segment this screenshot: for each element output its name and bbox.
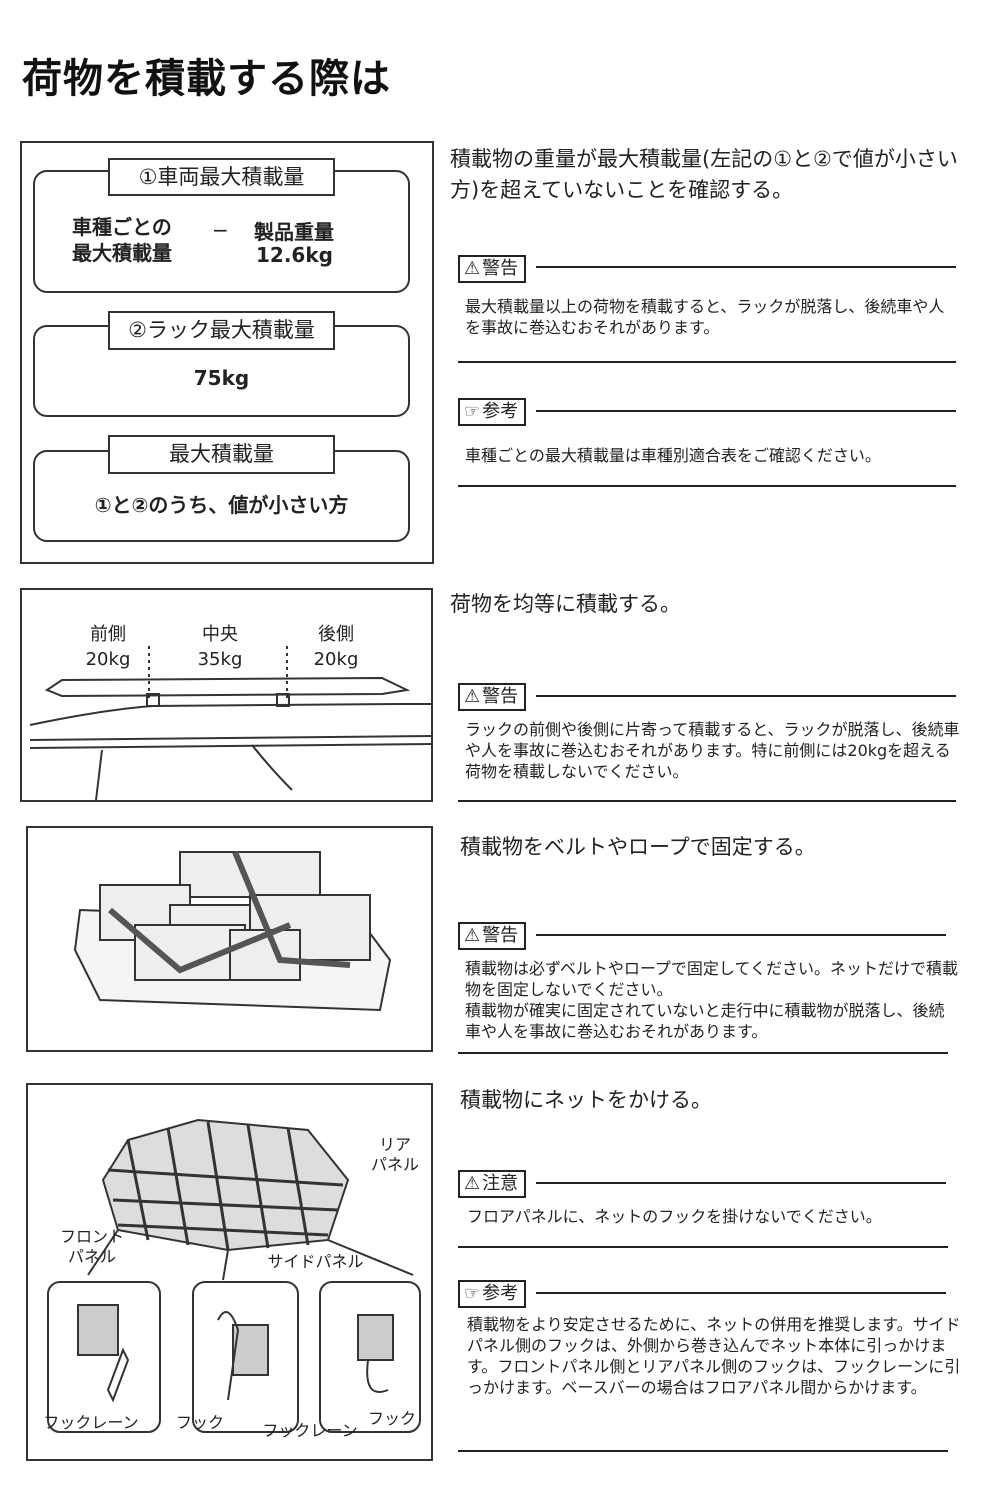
net-illustration (26, 1083, 433, 1461)
label-text: リア パネル (370, 1135, 419, 1174)
side-panel-label: サイドパネル (267, 1252, 364, 1271)
zone-center: 中央 35kg (190, 622, 250, 672)
page-title: 荷物を積載する際は (22, 56, 391, 102)
reference-tag: ☞参考 (458, 1280, 527, 1308)
section2-lead: 荷物を均等に積載する。 (450, 592, 681, 616)
divider (458, 1450, 948, 1452)
rack-max-load-label: ②ラック最大積載量 (108, 311, 335, 350)
cargo-with-belts (73, 850, 392, 1012)
reference-hand-icon: ☞ (464, 401, 481, 422)
rack-max-load-value: 75kg (193, 366, 250, 390)
warning-icon: ⚠ (464, 258, 481, 279)
reference-hand-icon: ☞ (464, 1283, 481, 1304)
section4-caution-text: フロアパネルに、ネットのフックを掛けないでください。 (467, 1207, 882, 1226)
divider (536, 695, 956, 697)
divider (458, 800, 956, 802)
minus-sign: − (212, 218, 229, 242)
section4-reference-text: 積載物をより安定させるために、ネットの併用を推奨します。サイドパネル側のフックは… (467, 1315, 961, 1397)
reference-tag: ☞参考 (458, 398, 527, 426)
divider (458, 485, 956, 487)
section3-warning-text: 積載物は必ずベルトやロープで固定してください。ネットだけで積載物を固定しないでく… (465, 959, 958, 1041)
zone-weight: 20kg (85, 649, 131, 670)
belt-fastening-illustration (26, 826, 433, 1052)
warning-icon: ⚠ (464, 686, 481, 707)
section4-lead: 積載物にネットをかける。 (460, 1088, 712, 1112)
divider (458, 1052, 948, 1054)
warning-label: 警告 (482, 258, 519, 279)
caution-icon: ⚠ (464, 1173, 481, 1194)
divider (458, 1246, 948, 1248)
caution-tag: ⚠注意 (458, 1170, 527, 1198)
roof-rack-side-view (29, 646, 432, 800)
zone-weight: 20kg (313, 649, 359, 670)
max-load-value: ①と②のうち、値が小さい方 (94, 493, 349, 517)
divider (536, 1182, 946, 1184)
zone-name: 中央 (202, 624, 238, 645)
cargo-net-diagram (47, 1118, 421, 1433)
max-load-panel (20, 141, 434, 564)
zone-weight: 35kg (197, 649, 243, 670)
section1-lead: 積載物の重量が最大積載量(左記の①と②で値が小さい方)を超えていないことを確認す… (450, 147, 958, 202)
section3-lead: 積載物をベルトやロープで固定する。 (460, 835, 816, 859)
divider (536, 410, 956, 412)
warning-tag: ⚠警告 (458, 255, 527, 283)
warning-label: 警告 (482, 686, 519, 707)
vehicle-max-load-label: ①車両最大積載量 (108, 158, 335, 196)
section1-reference-text: 車種ごとの最大積載量は車種別適合表をご確認ください。 (465, 446, 881, 465)
product-weight-label: 製品重量 (254, 220, 334, 244)
warning-label: 警告 (482, 925, 519, 946)
hook-label-1: フック (175, 1413, 224, 1432)
product-weight-value: 12.6kg (256, 243, 333, 267)
reference-label: 参考 (482, 401, 519, 422)
zone-name: 前側 (90, 624, 126, 645)
section2-warning-text: ラックの前側や後側に片寄って積載すると、ラックが脱落し、後続車や人を事故に巻込む… (465, 720, 960, 781)
hook-lane-label-2: フックレーン (262, 1421, 358, 1440)
hook-label-2: フック (367, 1409, 416, 1428)
zone-name: 後側 (318, 624, 354, 645)
warning-tag: ⚠警告 (458, 683, 527, 711)
divider (458, 361, 956, 363)
load-distribution-illustration (20, 588, 433, 802)
vehicle-max-load-text: 車種ごとの 最大積載量 (72, 215, 172, 265)
reference-label: 参考 (482, 1283, 519, 1304)
rear-panel-label: リア パネル (365, 1135, 425, 1175)
zone-front: 前側 20kg (78, 622, 138, 672)
divider (536, 1292, 946, 1294)
divider (536, 266, 956, 268)
warning-icon: ⚠ (464, 925, 481, 946)
section1-warning-text: 最大積載量以上の荷物を積載すると、ラックが脱落し、後続車や人を事故に巻込むおそれ… (465, 297, 945, 337)
caution-label: 注意 (482, 1173, 519, 1194)
hook-lane-label-1: フックレーン (43, 1413, 139, 1432)
max-load-label: 最大積載量 (108, 435, 335, 474)
front-panel-label: フロント パネル (59, 1227, 124, 1266)
zone-rear: 後側 20kg (306, 622, 366, 672)
divider (536, 934, 946, 936)
warning-tag: ⚠警告 (458, 922, 527, 950)
